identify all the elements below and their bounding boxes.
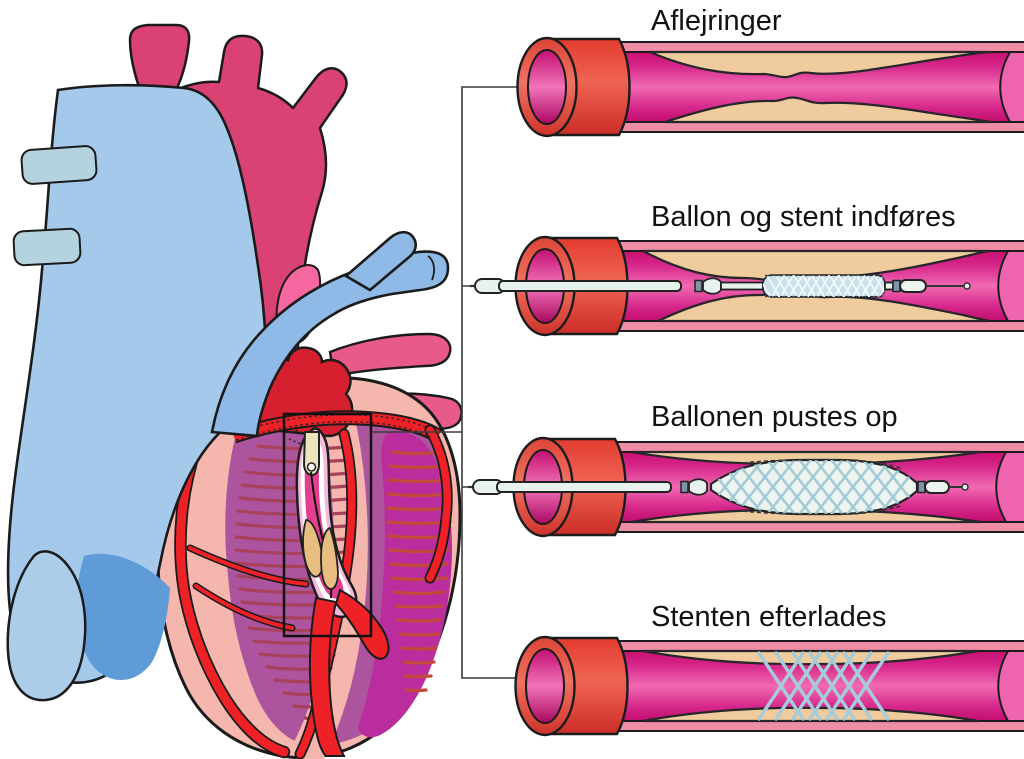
plaque-compressed-top: [642, 649, 979, 666]
catheter-olive: [688, 478, 708, 496]
marker-band-left: [694, 279, 703, 293]
plaque-deposit-top: [649, 50, 994, 79]
cutaway-plaque-left: [302, 519, 324, 578]
inferior-vena-cava-lobe: [6, 550, 87, 702]
artery-branch-hook: [334, 588, 390, 660]
myocardium-dark-patch: [358, 431, 452, 738]
coronary-sulcus-artery: [231, 410, 443, 444]
stage-panel-stent-left: Stenten efterlades: [514, 601, 1024, 737]
balloon-catheter: [470, 274, 971, 298]
artery-below-cutaway: [308, 596, 346, 757]
stage-1-label: Aflejringer: [651, 5, 782, 37]
catheter-olive: [702, 277, 722, 295]
artery-section-deposits: [516, 36, 1024, 138]
stage-panel-inflation: Ballonen pustes op: [468, 401, 1024, 538]
zoom-rectangle: [282, 412, 373, 638]
plaque-compressed-bottom: [642, 706, 979, 723]
connector-bracket: [373, 86, 519, 679]
muscle-striations-right: [386, 450, 452, 693]
inflated-balloon: [709, 458, 919, 516]
catheter-tip-right: [899, 279, 927, 293]
stage-3-label: Ballonen pustes op: [651, 401, 898, 433]
balloon-catheter: [468, 458, 969, 516]
marker-band-right: [917, 480, 926, 494]
stage-2-label: Ballon og stent indføres: [651, 201, 956, 233]
artery-section-inflation: [468, 436, 1024, 538]
marker-band-right: [892, 279, 901, 293]
artery-section-stent-left: [514, 635, 1024, 737]
stage-panel-deposits: Aflejringer: [516, 5, 1024, 138]
stent-mesh: [711, 460, 917, 514]
stage-4-label: Stenten efterlades: [651, 601, 886, 633]
vena-cava-dark-shade: [76, 553, 170, 680]
vein-stubs-left: [12, 145, 98, 267]
crimped-stent: [762, 274, 886, 298]
catheter-tip-right: [924, 480, 950, 494]
pulmonary-artery: [210, 230, 450, 438]
heart-illustration: [6, 23, 463, 759]
catheter-tip-opening: [306, 462, 317, 472]
artery-section-insertion: [470, 235, 1024, 337]
cutaway-plaque-right: [320, 526, 339, 590]
catheter-shaft: [498, 280, 682, 292]
catheter-shaft: [496, 481, 672, 493]
coronary-cutaway: [282, 412, 390, 757]
stage-panel-insertion: Ballon og stent indføres: [470, 201, 1024, 337]
plaque-deposit-bottom: [664, 96, 994, 124]
expanded-stent-mesh: [757, 651, 890, 721]
marker-band-left: [680, 480, 689, 494]
